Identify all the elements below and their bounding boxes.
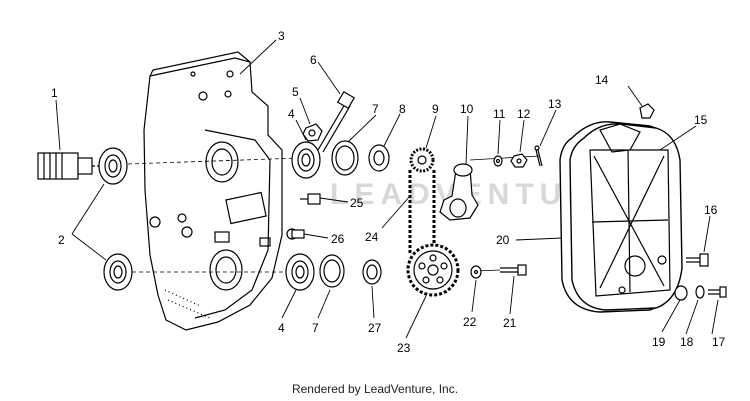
label-27: 27	[368, 321, 382, 335]
label-16: 16	[704, 203, 718, 217]
part-17-bolt	[708, 286, 727, 298]
part-19-spacer	[674, 285, 688, 301]
label-15: 15	[694, 113, 708, 127]
part-7-seal-upper	[331, 140, 359, 176]
label-8: 8	[399, 102, 406, 116]
label-19: 19	[652, 335, 666, 349]
part-13-cotter-pin	[534, 145, 543, 167]
part-27-bushing	[362, 259, 382, 285]
part-10-idler-arm	[439, 163, 479, 221]
part-18-washer	[695, 285, 705, 299]
label-3: 3	[278, 29, 285, 43]
label-25: 25	[350, 196, 364, 210]
part-8-bushing	[368, 144, 390, 172]
label-4-lower: 4	[278, 321, 285, 335]
label-7-lower: 7	[312, 321, 319, 335]
part-15-cover	[569, 123, 683, 311]
label-17: 17	[712, 335, 726, 349]
part-24-chain	[408, 170, 436, 255]
label-26: 26	[331, 232, 345, 246]
label-13: 13	[548, 97, 562, 111]
part-4-bearing-upper	[291, 141, 321, 179]
label-11: 11	[493, 107, 506, 121]
part-14-plug	[639, 103, 655, 119]
part-2-bearing-lower	[103, 253, 133, 291]
label-1: 1	[51, 86, 58, 100]
label-24: 24	[365, 230, 379, 244]
label-10: 10	[460, 102, 474, 116]
label-7-upper: 7	[372, 102, 379, 116]
part-12-nut	[510, 153, 528, 168]
label-23: 23	[397, 341, 411, 355]
part-1-shaft	[37, 152, 102, 180]
label-5: 5	[292, 85, 299, 99]
part-21-bolt	[500, 264, 527, 276]
leader-lines	[55, 39, 719, 339]
part-26-pin	[286, 228, 305, 240]
label-18: 18	[680, 335, 694, 349]
part-9-small-sprocket	[409, 147, 435, 173]
part-7-seal-lower	[319, 254, 345, 288]
part-22-washer	[470, 265, 482, 279]
part-11-washer	[493, 155, 503, 167]
part-16-bolt	[686, 253, 709, 267]
label-21: 21	[503, 316, 517, 330]
part-5-nut	[302, 123, 323, 142]
label-4-upper: 4	[288, 107, 295, 121]
label-6: 6	[310, 53, 317, 67]
part-25-screw	[300, 193, 321, 205]
part-23-large-sprocket	[406, 243, 460, 297]
part-6-bolt	[317, 90, 356, 153]
part-2-bearing-upper	[98, 147, 128, 185]
part-4-bearing-lower	[285, 253, 315, 291]
footer-credit: Rendered by LeadVenture, Inc.	[291, 382, 459, 396]
label-12: 12	[517, 107, 531, 121]
label-9: 9	[432, 102, 439, 116]
label-14: 14	[595, 73, 609, 87]
label-20: 20	[496, 233, 510, 247]
label-2: 2	[58, 233, 65, 247]
label-22: 22	[463, 315, 477, 329]
part-3-gearcase-housing	[143, 51, 283, 331]
